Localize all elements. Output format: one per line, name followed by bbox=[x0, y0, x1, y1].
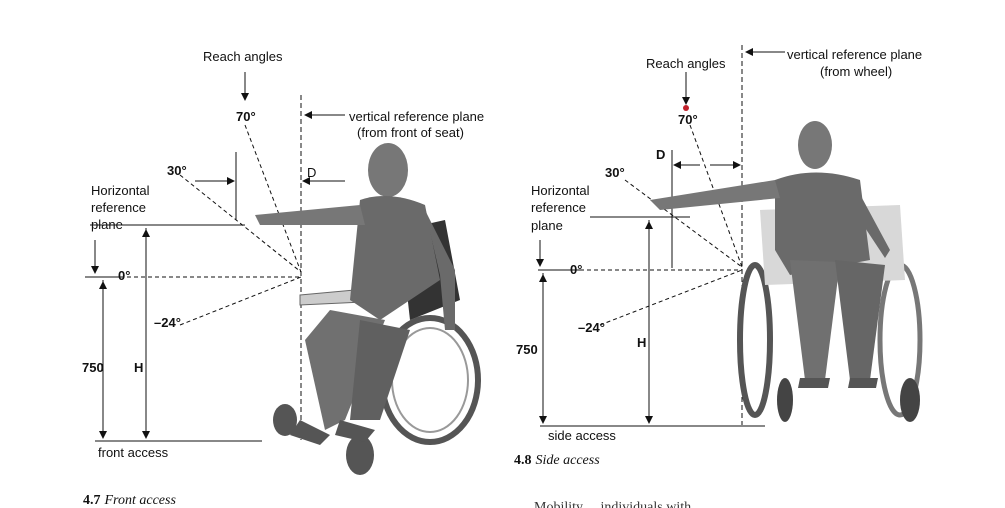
body-text-fragment: Mobility ... individuals with bbox=[534, 500, 692, 508]
front-access-label: front access bbox=[98, 445, 169, 460]
front-vertical-plane-label-2: (from front of seat) bbox=[357, 125, 464, 140]
side-horizontal-label-1: Horizontal bbox=[531, 183, 590, 198]
caption-number: 4.7 bbox=[83, 493, 101, 508]
front-angle-0: 0° bbox=[118, 268, 131, 283]
side-horizontal-label-2: reference bbox=[531, 200, 586, 215]
front-dim-h: H bbox=[134, 360, 144, 375]
side-dim-750: 750 bbox=[516, 342, 538, 357]
front-vertical-plane-label-1: vertical reference plane bbox=[349, 109, 485, 124]
side-vertical-plane-label-2: (from wheel) bbox=[820, 64, 893, 79]
side-dim-h: H bbox=[637, 335, 647, 350]
front-dim-750: 750 bbox=[82, 360, 104, 375]
side-angle-70: 70° bbox=[678, 112, 698, 127]
side-angle-0: 0° bbox=[570, 262, 583, 277]
front-reach-angles-label: Reach angles bbox=[203, 49, 283, 64]
front-d-label: D bbox=[307, 165, 317, 180]
side-wheelchair-figure bbox=[650, 121, 923, 422]
caption-text: Side access bbox=[535, 453, 600, 468]
front-horizontal-label-3: plane bbox=[91, 217, 123, 232]
caption-text: Front access bbox=[104, 493, 176, 508]
side-access-label: side access bbox=[548, 428, 616, 443]
front-horizontal-label-2: reference bbox=[91, 200, 146, 215]
side-d-label: D bbox=[656, 147, 666, 162]
side-horizontal-label-3: plane bbox=[531, 218, 563, 233]
front-wheelchair-figure bbox=[255, 143, 481, 475]
side-vertical-plane-label-1: vertical reference plane bbox=[787, 47, 923, 62]
front-angle-30: 30° bbox=[167, 163, 187, 178]
caption-number: 4.8 bbox=[514, 453, 532, 468]
front-angle-neg24: –24° bbox=[154, 315, 181, 330]
front-horizontal-label-1: Horizontal bbox=[91, 183, 150, 198]
side-angle-neg24: –24° bbox=[578, 320, 605, 335]
red-dot-marker bbox=[683, 105, 689, 111]
side-angle-30: 30° bbox=[605, 165, 625, 180]
side-reach-angles-label: Reach angles bbox=[646, 56, 726, 71]
front-angle-70: 70° bbox=[236, 109, 256, 124]
